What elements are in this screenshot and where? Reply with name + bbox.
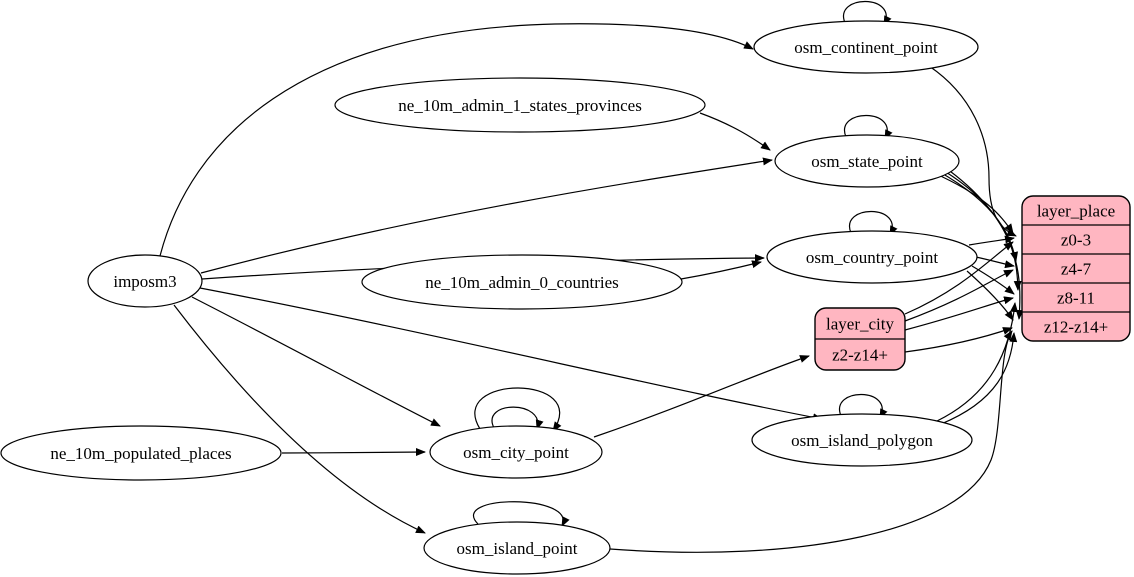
node-label-osm_city_point: osm_city_point — [463, 443, 569, 462]
node-label-osm_continent_point: osm_continent_point — [794, 38, 938, 57]
record-row-layer_place-z12-z14+: z12-z14+ — [1044, 318, 1108, 337]
node-osm_state_point: osm_state_point — [774, 134, 960, 188]
edge-imposm3-to-osm_continent_point — [159, 23, 754, 257]
edge-osm_country_point-to-osm_country_point — [848, 210, 898, 236]
edge-ne_10m_admin_0_countries-to-osm_country_point — [680, 260, 762, 280]
edge-osm_island_polygon-to-osm_island_polygon — [838, 393, 888, 419]
record-row-layer_place-z0-3: z0-3 — [1061, 231, 1091, 250]
node-label-ne_10m_admin_0_countries: ne_10m_admin_0_countries — [425, 273, 619, 292]
node-osm_island_polygon: osm_island_polygon — [751, 413, 973, 467]
edge-ne_10m_admin_1_states_provinces-to-osm_state_point — [699, 112, 771, 151]
record-row-layer_city-layer_city: layer_city — [826, 315, 894, 334]
edge-imposm3-to-osm_island_polygon — [199, 287, 823, 422]
edge-osm_city_point-to-osm_city_point — [474, 387, 562, 432]
record-row-layer_place-z8-11: z8-11 — [1057, 289, 1095, 308]
edge-osm_country_point-to-layer_place:z8-11 — [971, 265, 1015, 295]
edge-osm_island_polygon-to-layer_place:z8-11 — [936, 302, 1019, 422]
node-label-imposm3: imposm3 — [113, 272, 176, 291]
edge-osm_country_point-to-layer_place:z0-3 — [968, 235, 1015, 246]
edge-osm_state_point-to-layer_place:z0-3 — [933, 172, 1014, 234]
node-ne_10m_admin_1_states_provinces: ne_10m_admin_1_states_provinces — [334, 77, 706, 133]
node-osm_island_point: osm_island_point — [423, 521, 611, 575]
node-label-osm_state_point: osm_state_point — [811, 152, 923, 171]
edge-osm_continent_point-to-osm_continent_point — [842, 0, 892, 26]
edge-osm_city_point-to-osm_city_point — [491, 406, 544, 430]
node-ne_10m_admin_0_countries: ne_10m_admin_0_countries — [361, 254, 683, 310]
edge-imposm3-to-osm_city_point — [191, 296, 441, 427]
edge-layer_city:z2-z14+-to-layer_place:z0-3 — [904, 241, 1014, 315]
node-layer_place: layer_place z0-3 z4-7 z8-11 z12-z14+ — [1021, 195, 1131, 342]
node-label-osm_country_point: osm_country_point — [806, 248, 938, 267]
edge-osm_island_polygon-to-layer_place:z12-z14+ — [940, 332, 1018, 425]
node-layer_city: layer_city z2-z14+ — [814, 307, 906, 371]
edge-imposm3-to-osm_state_point — [200, 157, 773, 274]
node-label-ne_10m_populated_places: ne_10m_populated_places — [50, 444, 231, 463]
node-osm_city_point: osm_city_point — [429, 425, 603, 479]
edge-layer_city:z2-z14+-to-layer_place:z8-11 — [904, 296, 1014, 331]
edge-osm_state_point-to-osm_state_point — [843, 114, 893, 140]
edge-osm_country_point-to-layer_place:z4-7 — [975, 256, 1015, 269]
node-osm_continent_point: osm_continent_point — [753, 20, 979, 74]
node-ne_10m_populated_places: ne_10m_populated_places — [0, 425, 282, 481]
edge-osm_island_point-to-layer_place:z12-z14+ — [609, 330, 1013, 553]
record-row-layer_city-z2-z14+: z2-z14+ — [832, 346, 888, 365]
edge-layer_city:z2-z14+-to-layer_place:z4-7 — [904, 269, 1014, 322]
edge-layer_city:z2-z14+-to-layer_place:z12-z14+ — [904, 327, 1013, 353]
record-row-layer_place-z4-7: z4-7 — [1061, 260, 1092, 279]
node-label-osm_island_point: osm_island_point — [457, 539, 578, 558]
edge-osm_island_point-to-osm_island_point — [473, 501, 570, 527]
node-osm_country_point: osm_country_point — [766, 230, 978, 284]
edge-osm_city_point-to-layer_city:z2-z14+ — [593, 355, 810, 438]
node-imposm3: imposm3 — [87, 254, 203, 308]
edge-osm_country_point-to-layer_place:z12-z14+ — [966, 270, 1014, 321]
edge-imposm3-to-osm_island_point — [173, 304, 426, 534]
node-label-osm_island_polygon: osm_island_polygon — [791, 431, 933, 450]
record-row-layer_place-layer_place: layer_place — [1037, 202, 1115, 221]
node-label-ne_10m_admin_1_states_provinces: ne_10m_admin_1_states_provinces — [398, 96, 642, 115]
edge-ne_10m_populated_places-to-osm_city_point — [281, 448, 426, 457]
